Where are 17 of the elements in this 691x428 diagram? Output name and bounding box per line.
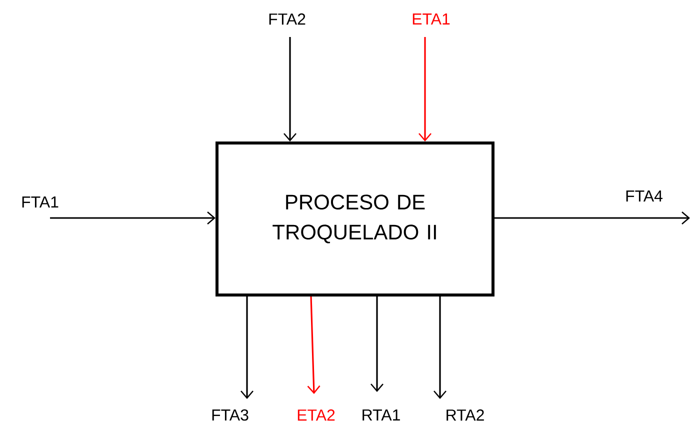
- arrow: [307, 296, 320, 394]
- flow-label: FTA1: [22, 196, 58, 208]
- flow-label: ETA1: [412, 14, 450, 24]
- flow-label: RTA1: [362, 409, 400, 420]
- arrow: [418, 37, 432, 142]
- arrow: [240, 296, 254, 399]
- flow-label: RTA2: [446, 409, 484, 421]
- arrow: [494, 212, 690, 224]
- flow-label: ETA2: [298, 409, 335, 421]
- flow-label: FTA4: [626, 190, 662, 202]
- process-box: PROCESO DE TROQUELADO II: [216, 142, 494, 296]
- arrow: [50, 212, 216, 224]
- arrow: [284, 37, 296, 142]
- arrow: [434, 296, 446, 399]
- flow-label: FTA3: [212, 409, 248, 421]
- flow-label: FTA2: [269, 13, 306, 25]
- arrow: [370, 296, 384, 392]
